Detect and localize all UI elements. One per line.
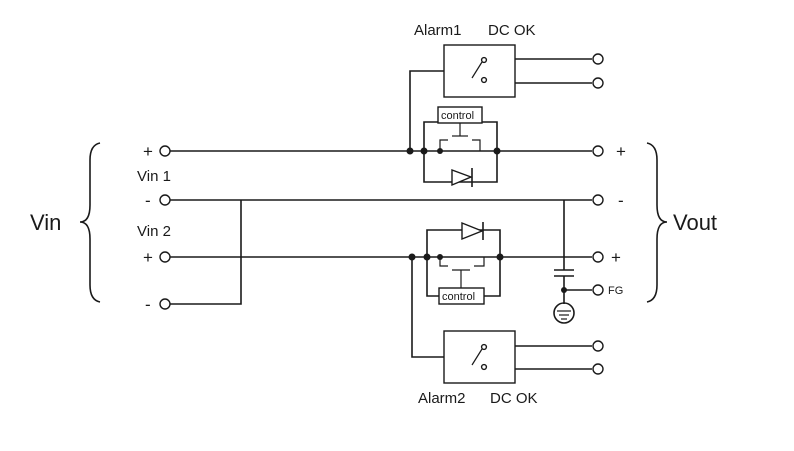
node-top-1: [406, 147, 414, 155]
top-mosfet-left: [439, 139, 448, 151]
alarm2-switch-contact: [480, 343, 488, 351]
alarm1-switch: [471, 61, 483, 79]
control-box-bottom: [438, 287, 485, 305]
alarm2-feed-wire: [411, 257, 444, 358]
terminal-alarm1-2: [592, 77, 604, 89]
top-diode: [451, 168, 473, 187]
terminal-alarm2-2: [592, 363, 604, 375]
sign-out-plus-bottom: +: [611, 248, 621, 267]
terminal-vin1-minus: [159, 194, 171, 206]
label-vin: Vin: [30, 210, 61, 235]
top-mosfet-right: [472, 139, 481, 151]
terminal-fg: [592, 284, 604, 296]
alarm2-switch-pivot: [480, 363, 488, 371]
bottom-diode: [461, 221, 484, 241]
label-control-bottom: control: [442, 291, 475, 303]
sign-vin2-minus: -: [145, 295, 151, 314]
alarm1-switch-contact: [480, 56, 488, 64]
node-top-3: [437, 148, 443, 154]
alarm1-relay-box: [443, 44, 516, 98]
alarm2-relay-box: [443, 330, 516, 384]
terminal-vin2-plus: [159, 251, 171, 263]
alarm1-switch-pivot: [480, 76, 488, 84]
vout-brace: [646, 142, 668, 303]
sign-out-plus-top: +: [616, 142, 626, 161]
earth-ground-symbol: [553, 302, 575, 324]
label-alarm2: Alarm2: [418, 390, 466, 407]
node-fg: [561, 287, 567, 293]
label-vout: Vout: [673, 210, 717, 235]
node-bottom-3: [437, 254, 443, 260]
terminal-alarm1-1: [592, 53, 604, 65]
label-alarm1: Alarm1: [414, 22, 462, 39]
terminal-out-minus: [592, 194, 604, 206]
label-dcok1: DC OK: [488, 22, 536, 39]
sign-vin1-plus: +: [143, 142, 153, 161]
terminal-out-plus-top: [592, 145, 604, 157]
terminal-alarm2-1: [592, 340, 604, 352]
terminal-vin1-plus: [159, 145, 171, 157]
alarm2-switch: [471, 348, 483, 366]
sign-out-minus: -: [618, 191, 624, 210]
label-fg: FG: [608, 285, 623, 297]
node-top-2: [420, 147, 428, 155]
node-top-4: [493, 147, 501, 155]
label-vin2: Vin 2: [137, 223, 171, 240]
label-control-top: control: [441, 110, 474, 122]
sign-vin1-minus: -: [145, 191, 151, 210]
vin-brace: [79, 142, 101, 303]
sign-vin2-plus: +: [143, 248, 153, 267]
bottom-mosfet-right: [474, 257, 485, 267]
label-dcok2: DC OK: [490, 390, 538, 407]
node-bottom-4: [496, 253, 504, 261]
label-vin1: Vin 1: [137, 168, 171, 185]
node-bottom-2: [423, 253, 431, 261]
terminal-out-plus-bottom: [592, 251, 604, 263]
terminal-vin2-minus: [159, 298, 171, 310]
alarm1-feed-wire: [409, 70, 444, 151]
wire-vin2-minus: [170, 200, 242, 305]
